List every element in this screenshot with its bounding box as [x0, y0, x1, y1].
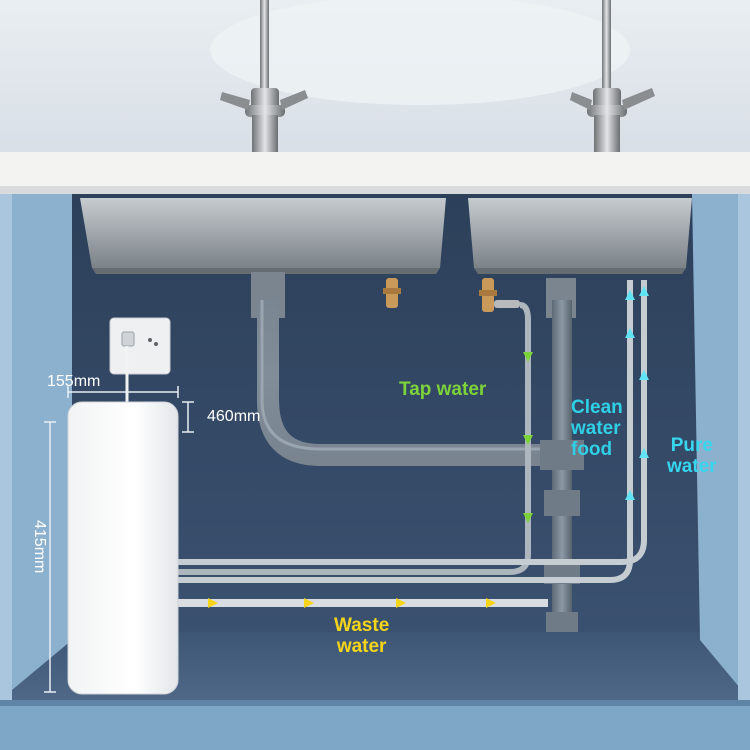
cabinet-bottom-shadow: [0, 700, 750, 706]
brass-valve-right: [479, 278, 520, 312]
drain-pipe-left: [251, 272, 555, 466]
cabinet-floor: [0, 632, 750, 700]
water-purifier-unit: [67, 401, 179, 695]
tap-water-pipe: [178, 302, 531, 575]
pure-label-line-1: Pure: [670, 435, 713, 456]
sink-left: [80, 198, 446, 274]
waste-water-arrows: [208, 598, 496, 608]
tap-water-arrows: [523, 352, 533, 523]
wall-socket: [109, 317, 171, 375]
pure-water-arrows: [625, 286, 649, 500]
waste-label-line-1: Waste: [334, 615, 390, 636]
cabinet-right-edge: [738, 194, 750, 710]
pure-water-label: Pure water: [667, 435, 717, 478]
clean-label-line-1: Clean: [571, 397, 623, 418]
dimension-gap-label: 460mm: [207, 408, 261, 425]
clean-water-food-label: Clean water food: [571, 397, 623, 461]
clean-label-line-3: food: [571, 438, 613, 460]
cabinet-left-panel: [0, 194, 72, 700]
cabinet-bottom-edge: [0, 700, 750, 750]
dimension-height-label: 415mm: [31, 520, 48, 574]
sink-right: [468, 198, 692, 274]
clean-label-line-2: water: [571, 417, 621, 439]
window-reflection: [210, 0, 630, 105]
faucet-right: [570, 0, 655, 160]
dimension-lines: [44, 386, 194, 693]
countertop: [0, 152, 750, 194]
dimension-width-label: 155mm: [47, 373, 101, 390]
cabinet-right-panel: [692, 194, 750, 700]
cabinet-left-edge: [0, 194, 12, 710]
tap-water-label: Tap water: [399, 379, 487, 400]
waste-water-label: Waste water: [334, 615, 390, 658]
brass-valve-left: [383, 278, 401, 308]
waste-label-line-2: water: [336, 635, 387, 657]
pure-water-pipe: [178, 280, 647, 565]
pure-label-line-2: water: [667, 455, 717, 477]
